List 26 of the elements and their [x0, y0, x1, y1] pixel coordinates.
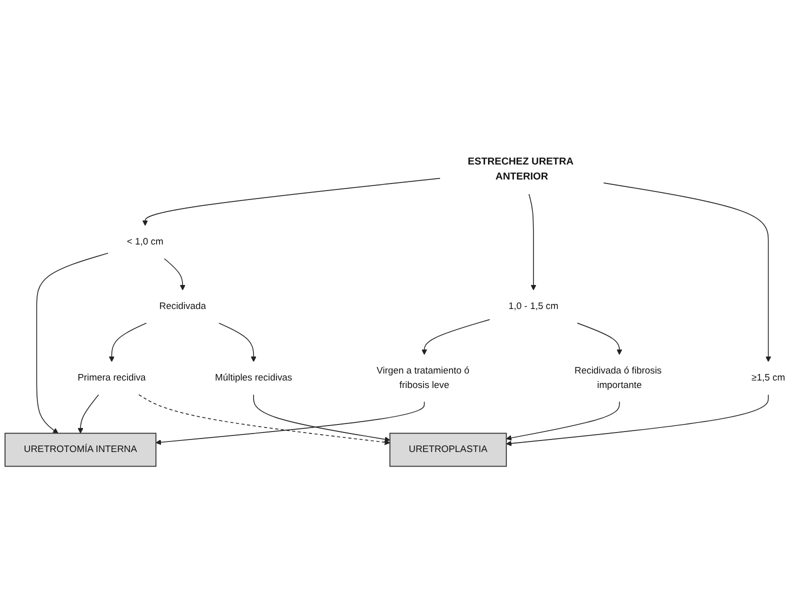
node-text: 1,0 - 1,5 cm	[508, 300, 558, 312]
arrow	[506, 401, 620, 440]
node-text: Primera recidiva	[78, 372, 146, 383]
arrow	[218, 322, 256, 362]
node-text: Recidivada ó fibrosis importante	[574, 365, 662, 390]
arrow	[78, 394, 99, 434]
arrow	[528, 194, 536, 290]
arrow	[422, 318, 490, 355]
node-box: URETROPLASTIA	[389, 432, 507, 467]
node-text: Recidivada	[159, 300, 206, 312]
arrow	[253, 394, 390, 442]
arrow	[142, 178, 440, 226]
node-text: < 1,0 cm	[126, 236, 164, 247]
arrow	[603, 182, 772, 362]
node-text: Múltiples recidivas	[215, 372, 292, 383]
arrow	[108, 322, 147, 362]
arrow	[156, 401, 425, 445]
arrow	[164, 258, 186, 290]
node-text: ≥1,5 cm	[752, 372, 786, 383]
arrow	[506, 394, 769, 446]
arrow	[138, 394, 390, 445]
node-text: ESTRECHEZ URETRA ANTERIOR	[468, 156, 574, 182]
node-box: URETROTOMÍA INTERNA	[4, 432, 156, 467]
arrow	[576, 322, 622, 355]
arrow	[36, 252, 108, 434]
node-text: Virgen a tratamiento ó fribosis leve	[376, 365, 470, 390]
